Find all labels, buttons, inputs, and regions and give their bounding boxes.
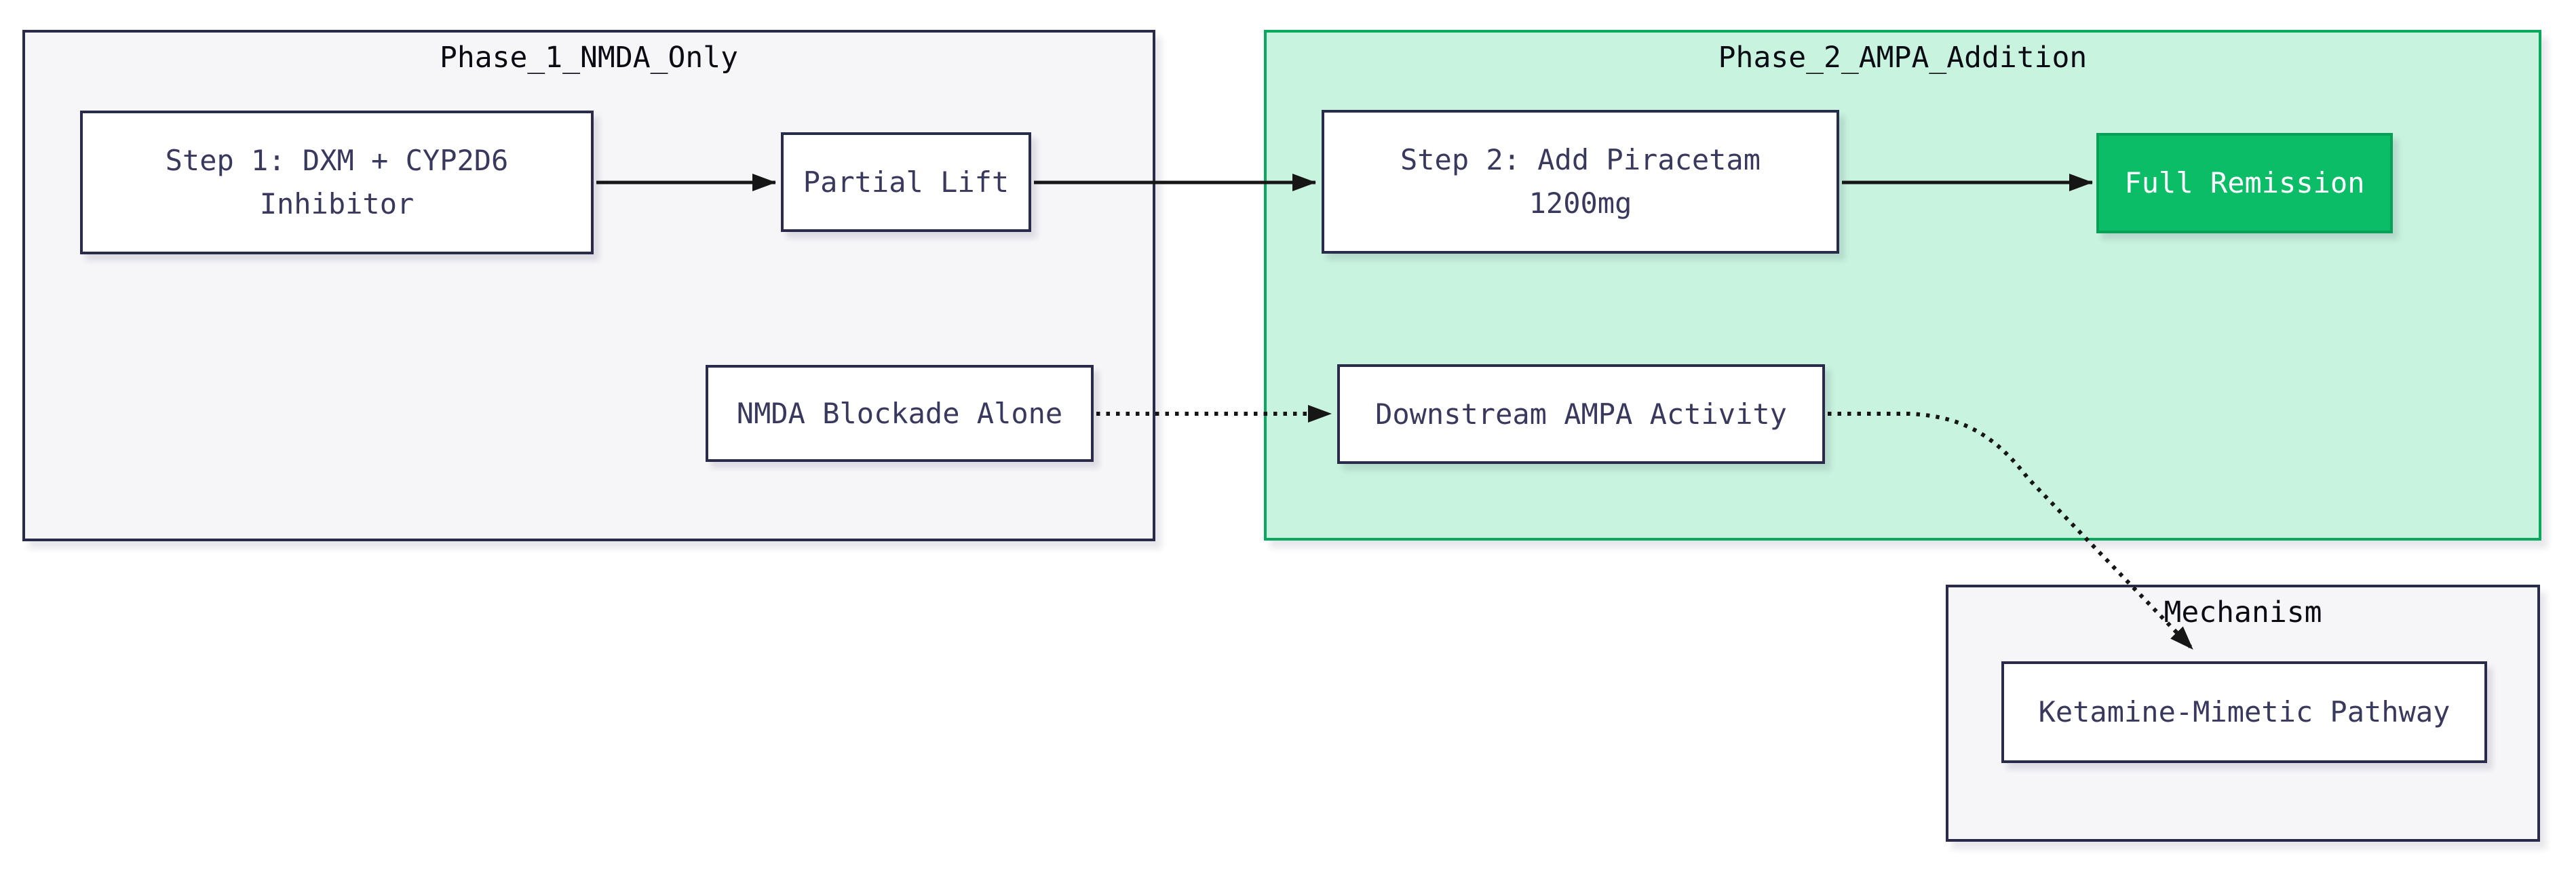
node-ketamine-pathway-label: Ketamine-Mimetic Pathway bbox=[2038, 695, 2450, 728]
node-step1: Step 1: DXM + CYP2D6 Inhibitor bbox=[80, 111, 594, 254]
node-downstream-ampa: Downstream AMPA Activity bbox=[1337, 364, 1825, 464]
node-nmda-blockade-label: NMDA Blockade Alone bbox=[736, 396, 1063, 430]
subgraph-phase1: Phase_1_NMDA_Only bbox=[22, 30, 1155, 541]
node-step2: Step 2: Add Piracetam 1200mg bbox=[1322, 110, 1839, 254]
node-full-remission-label: Full Remission bbox=[2124, 166, 2365, 199]
node-partial-lift-label: Partial Lift bbox=[803, 165, 1010, 199]
subgraph-mechanism-title: Mechanism bbox=[2164, 596, 2322, 629]
node-step1-label-line1: Step 1: DXM + CYP2D6 bbox=[165, 144, 509, 177]
node-step2-label-line1: Step 2: Add Piracetam bbox=[1400, 143, 1761, 176]
node-downstream-ampa-label: Downstream AMPA Activity bbox=[1375, 397, 1787, 431]
subgraph-phase2: Phase_2_AMPA_Addition bbox=[1264, 30, 2541, 541]
node-step2-label-line2: 1200mg bbox=[1529, 187, 1632, 220]
node-full-remission: Full Remission bbox=[2096, 133, 2393, 233]
node-step1-label-line2: Inhibitor bbox=[259, 187, 415, 220]
subgraph-phase1-title: Phase_1_NMDA_Only bbox=[439, 41, 739, 75]
subgraph-phase2-title: Phase_2_AMPA_Addition bbox=[1718, 41, 2088, 75]
node-ketamine-pathway: Ketamine-Mimetic Pathway bbox=[2001, 661, 2487, 763]
node-nmda-blockade: NMDA Blockade Alone bbox=[706, 365, 1094, 462]
node-partial-lift: Partial Lift bbox=[781, 132, 1031, 232]
